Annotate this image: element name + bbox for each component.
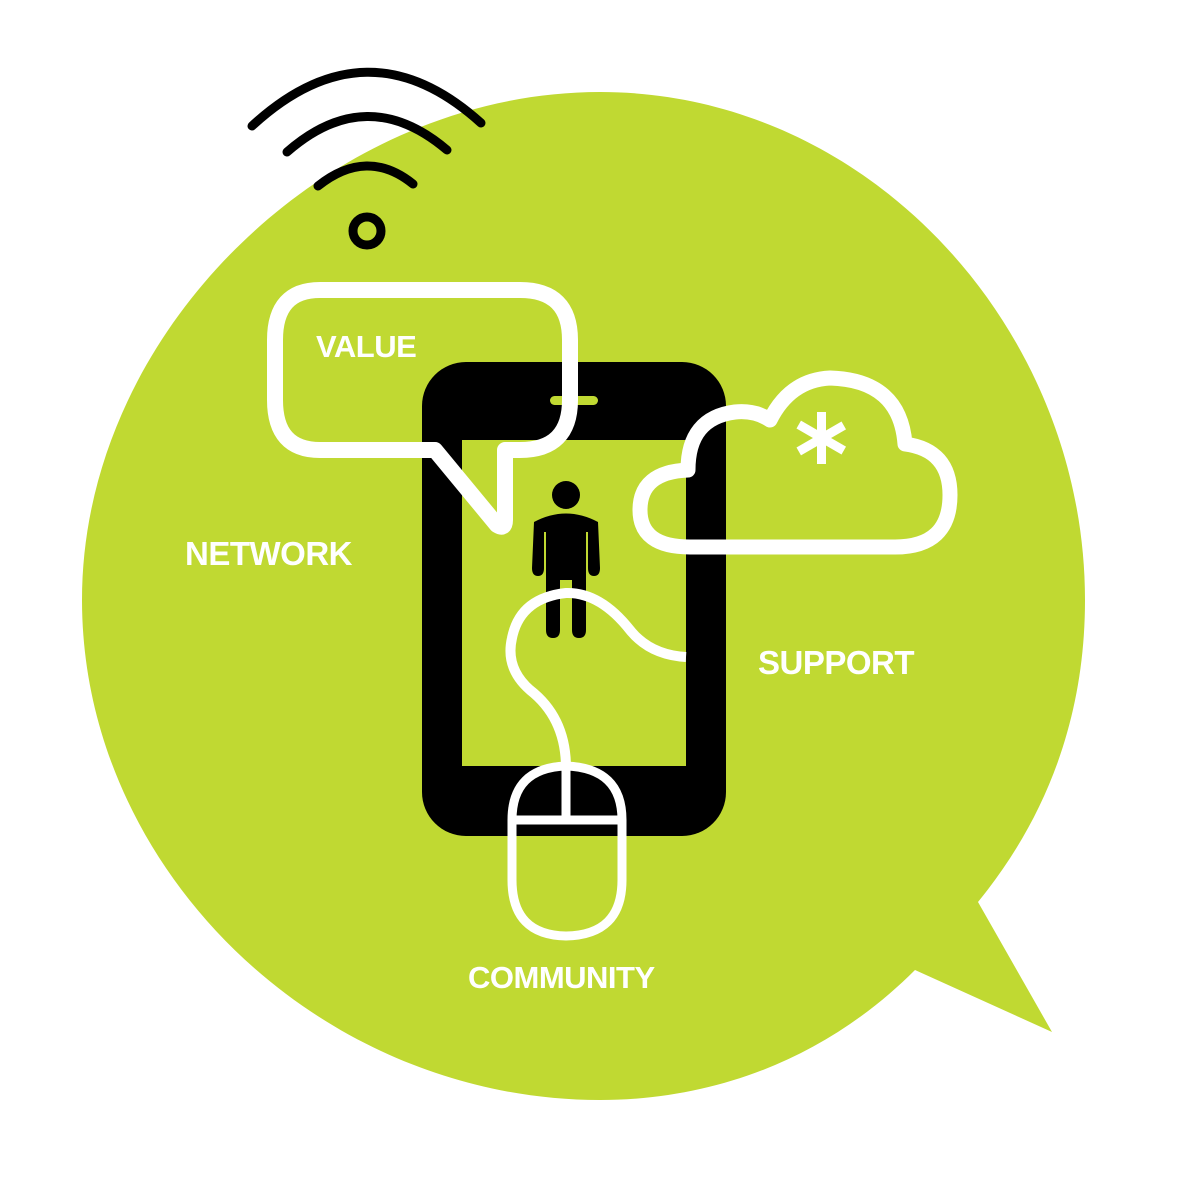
label-community: COMMUNITY: [468, 960, 655, 995]
label-value: VALUE: [316, 329, 416, 364]
person-icon: [532, 481, 600, 638]
wifi-icon: [247, 67, 486, 250]
cloud-icon: [632, 370, 958, 555]
asterisk-icon: [796, 412, 847, 464]
label-network: NETWORK: [185, 535, 353, 572]
chat-bubble-icon: VALUE: [267, 282, 578, 535]
label-support: SUPPORT: [758, 644, 914, 681]
mouse-icon: [507, 761, 627, 941]
mouse-cable: [505, 588, 687, 769]
